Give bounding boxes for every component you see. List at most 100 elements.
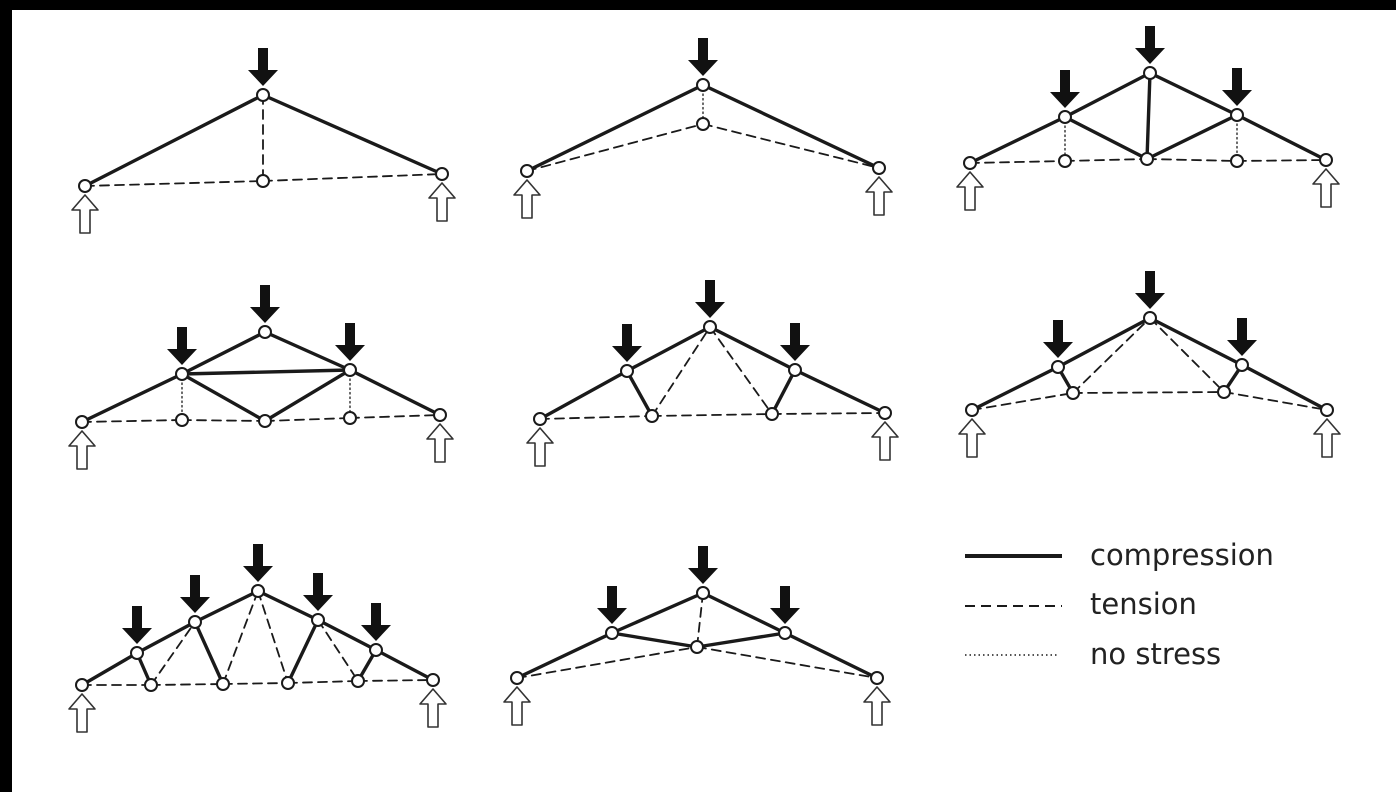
joint-circle-icon <box>130 646 144 660</box>
legend: compression tension no stress <box>965 538 1274 671</box>
compression-member <box>610 631 699 649</box>
compression-member <box>770 368 797 416</box>
joint-circle-icon <box>175 367 189 381</box>
joint-circle-icon <box>778 626 792 640</box>
joint-circle-icon <box>343 411 357 425</box>
tension-member <box>696 592 704 648</box>
joint-circle-icon <box>1320 403 1334 417</box>
tension-member <box>516 646 698 679</box>
support-arrow-up-icon <box>68 430 96 470</box>
joint-circle-icon <box>645 409 659 423</box>
legend-label-compression: compression <box>1090 538 1274 572</box>
legend-item-nostress: no stress <box>965 637 1221 671</box>
compression-member <box>695 631 787 649</box>
support-arrow-up-icon <box>1313 418 1341 458</box>
load-arrow-down-icon <box>303 573 333 611</box>
joint-circle-icon <box>1058 154 1072 168</box>
joint-circle-icon <box>690 640 704 654</box>
joint-circle-icon <box>144 678 158 692</box>
tension-member <box>317 619 359 682</box>
truss-fink <box>68 544 447 733</box>
joint-circle-icon <box>1051 360 1065 374</box>
truss-raised-tie <box>513 38 893 219</box>
compression-member <box>793 368 887 415</box>
compression-member <box>286 618 320 685</box>
compression-member <box>135 620 197 655</box>
joint-circle-icon <box>1235 358 1249 372</box>
compression-member <box>348 368 442 417</box>
joint-circle-icon <box>963 156 977 170</box>
joint-circle-icon <box>1058 110 1072 124</box>
compression-member <box>625 325 712 373</box>
load-arrow-down-icon <box>780 323 810 361</box>
tension-member <box>969 160 1066 164</box>
load-arrow-down-icon <box>612 324 642 362</box>
tension-member <box>971 392 1074 411</box>
truss-kingpost <box>71 48 456 234</box>
compression-member <box>515 631 614 680</box>
support-arrow-up-icon <box>71 194 99 234</box>
load-arrow-down-icon <box>167 327 197 365</box>
joint-circle-icon <box>1143 311 1157 325</box>
legend-item-tension: tension <box>965 587 1197 621</box>
joint-circle-icon <box>1230 154 1244 168</box>
compression-member <box>80 651 139 687</box>
joint-circle-icon <box>1140 152 1154 166</box>
compression-member <box>263 368 352 423</box>
load-arrow-down-icon <box>248 48 278 86</box>
joint-circle-icon <box>696 586 710 600</box>
tension-member <box>264 417 351 422</box>
tension-member <box>257 590 289 684</box>
compression-member <box>316 618 378 652</box>
joint-circle-icon <box>872 161 886 175</box>
truss-pratt <box>526 280 899 467</box>
joint-circle-icon <box>696 117 710 131</box>
compression-member <box>610 591 705 635</box>
load-arrow-down-icon <box>1043 320 1073 358</box>
legend-label-no-stress: no stress <box>1090 637 1221 671</box>
joint-circle-icon <box>433 408 447 422</box>
compression-member <box>701 83 881 170</box>
compression-member <box>180 368 352 376</box>
truss-cambered <box>958 271 1341 458</box>
tension-member <box>1223 391 1328 411</box>
compression-member <box>261 93 444 176</box>
joint-circle-icon <box>620 364 634 378</box>
compression-member <box>1148 71 1239 117</box>
compression-member <box>525 83 705 173</box>
tension-member <box>222 682 289 685</box>
load-arrow-down-icon <box>180 575 210 613</box>
joint-circle-icon <box>510 671 524 685</box>
joint-circle-icon <box>605 626 619 640</box>
support-arrow-up-icon <box>419 688 447 728</box>
tension-member <box>1072 317 1151 394</box>
joint-circle-icon <box>533 412 547 426</box>
joint-circle-icon <box>520 164 534 178</box>
compression-member <box>1145 71 1152 161</box>
joint-circle-icon <box>75 678 89 692</box>
compression-member <box>180 372 267 423</box>
tension-member <box>702 123 880 169</box>
tension-member <box>1236 159 1327 162</box>
truss-diamond-center-strut <box>68 285 454 470</box>
load-arrow-down-icon <box>688 38 718 76</box>
joint-circle-icon <box>75 415 89 429</box>
load-arrow-down-icon <box>243 544 273 582</box>
compression-member <box>538 369 629 421</box>
legend-label-tension: tension <box>1090 587 1197 621</box>
joint-circle-icon <box>1143 66 1157 80</box>
tension-member <box>1146 158 1238 162</box>
load-arrow-down-icon <box>1050 70 1080 108</box>
tension-member <box>357 679 434 682</box>
support-arrow-up-icon <box>526 427 554 467</box>
compression-member <box>1145 113 1239 161</box>
compression-member <box>783 631 879 680</box>
joint-circle-icon <box>435 167 449 181</box>
compression-member <box>256 589 320 622</box>
truss-scissor <box>503 546 891 726</box>
joint-circle-icon <box>696 78 710 92</box>
compression-member <box>708 325 797 372</box>
tension-member <box>539 415 653 420</box>
load-arrow-down-icon <box>250 285 280 323</box>
